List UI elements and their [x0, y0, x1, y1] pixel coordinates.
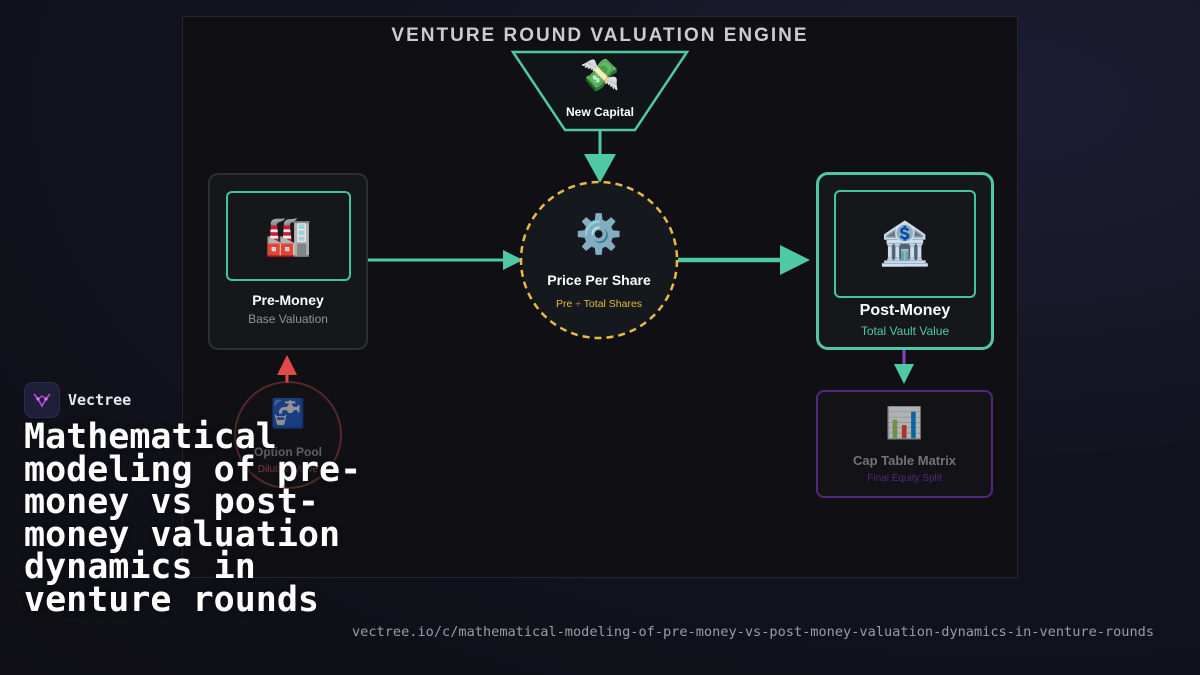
- option-pool-sublabel: Dilution Valve: [257, 464, 319, 475]
- cap-table-sublabel: Final Equity Split: [867, 473, 942, 484]
- diagram-title: VENTURE ROUND VALUATION ENGINE: [391, 25, 809, 46]
- page-url[interactable]: vectree.io/c/mathematical-modeling-of-pr…: [352, 624, 1155, 640]
- pre-money-sublabel: Base Valuation: [248, 312, 328, 326]
- brand: Vectree: [24, 382, 131, 418]
- edge-capital-to-price-arrowhead: [584, 154, 616, 183]
- money-with-wings-icon: 💸: [580, 56, 620, 94]
- bank-icon: 🏦: [834, 190, 976, 298]
- price-per-share-node: ⚙️ Price Per Share Pre ÷ Total Shares: [521, 182, 677, 338]
- edge-price-to-post-arrowhead: [780, 245, 810, 275]
- factory-icon: 🏭: [226, 191, 351, 281]
- edge-post-to-cap-arrowhead: [894, 364, 914, 384]
- pre-money-card: 🏭 Pre-Money Base Valuation: [208, 173, 368, 350]
- option-pool-node: 🚰 Option Pool Dilution Valve: [234, 381, 342, 489]
- edge-pool-to-pre-arrowhead: [277, 355, 297, 375]
- new-capital-label: New Capital: [565, 105, 634, 119]
- cap-table-card: 📊 Cap Table Matrix Final Equity Split: [816, 390, 993, 498]
- price-per-share-circle: [519, 180, 679, 340]
- gear-icon: ⚙️: [575, 212, 623, 256]
- pre-money-label: Pre-Money: [252, 292, 324, 308]
- page-headline: Mathematical modeling of pre-money vs po…: [24, 417, 362, 620]
- bar-chart-icon: 📊: [885, 406, 924, 441]
- price-per-share-formula: Pre ÷ Total Shares: [555, 298, 643, 310]
- post-money-sublabel: Total Vault Value: [860, 324, 950, 338]
- cap-table-label: Cap Table Matrix: [852, 453, 957, 468]
- price-per-share-label: Price Per Share: [547, 272, 651, 288]
- vectree-logo-icon: [24, 382, 60, 418]
- post-money-card: 🏦 Post-Money Total Vault Value: [816, 172, 994, 350]
- edge-pre-to-price-arrowhead: [503, 250, 523, 270]
- brand-name: Vectree: [68, 391, 132, 409]
- new-capital-funnel: [510, 50, 690, 132]
- post-money-label: Post-Money: [859, 302, 951, 319]
- faucet-icon: 🚰: [270, 397, 306, 430]
- option-pool-label: Option Pool: [254, 445, 322, 459]
